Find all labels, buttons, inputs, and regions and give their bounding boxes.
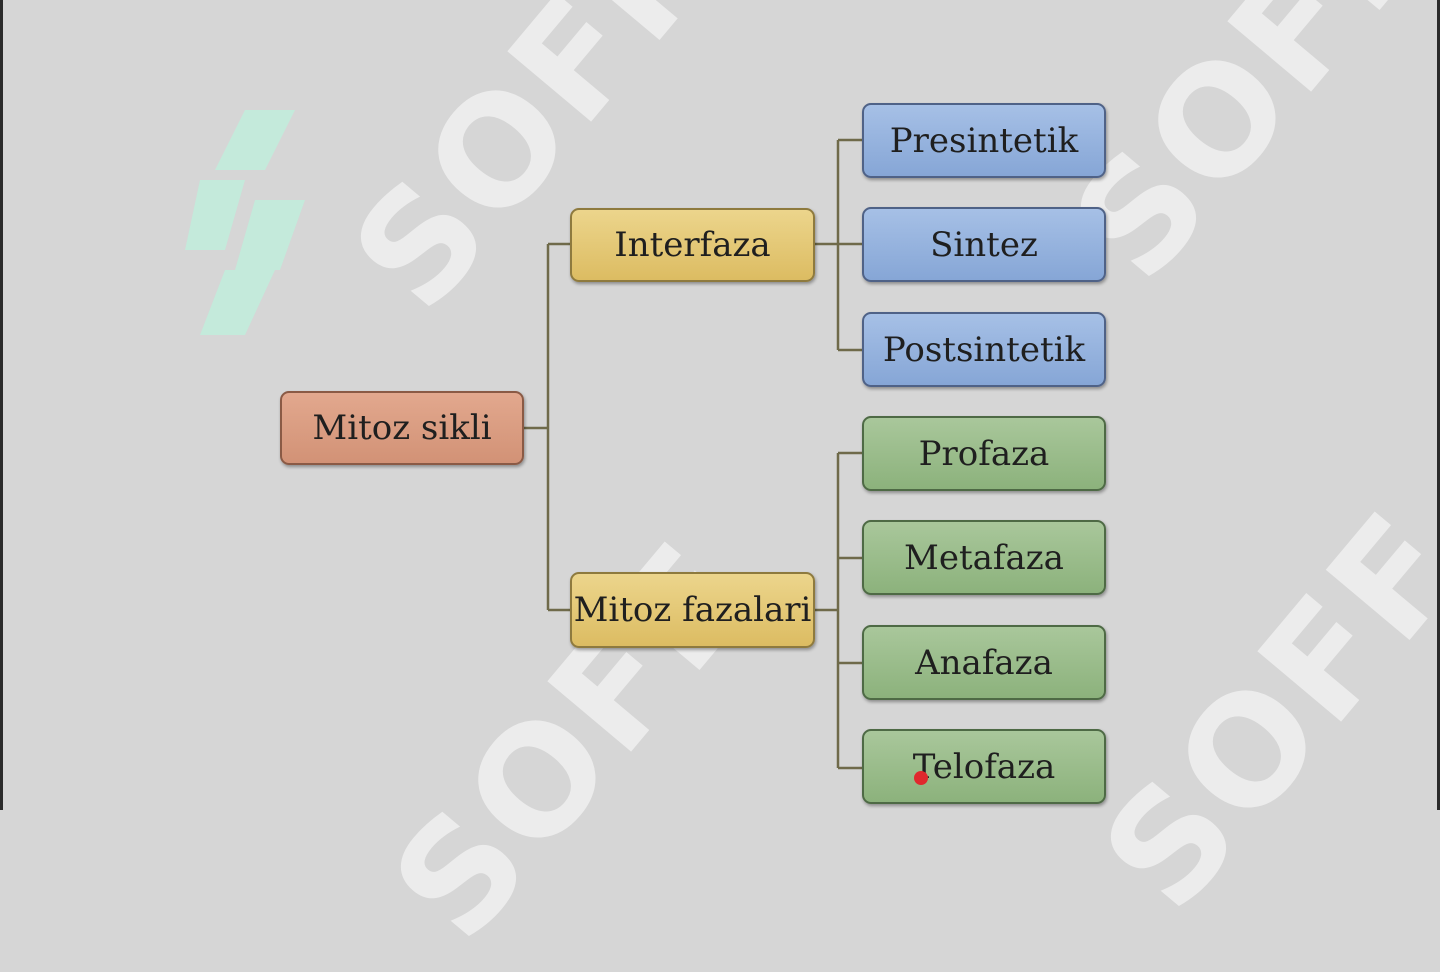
node-presintetik: Presintetik (862, 103, 1106, 178)
pointer-dot-icon (914, 771, 928, 785)
node-metafaza: Metafaza (862, 520, 1106, 595)
node-mitoz-fazalari: Mitoz fazalari (570, 572, 815, 648)
node-interfaza: Interfaza (570, 208, 815, 282)
watermark-logo-icon (185, 110, 305, 335)
node-sintez: Sintez (862, 207, 1106, 282)
node-mitoz-sikli: Mitoz sikli (280, 391, 524, 465)
tree-connectors (524, 138, 862, 770)
node-telofaza: Telofaza (862, 729, 1106, 804)
node-profaza: Profaza (862, 416, 1106, 491)
node-postsintetik: Postsintetik (862, 312, 1106, 387)
node-anafaza: Anafaza (862, 625, 1106, 700)
